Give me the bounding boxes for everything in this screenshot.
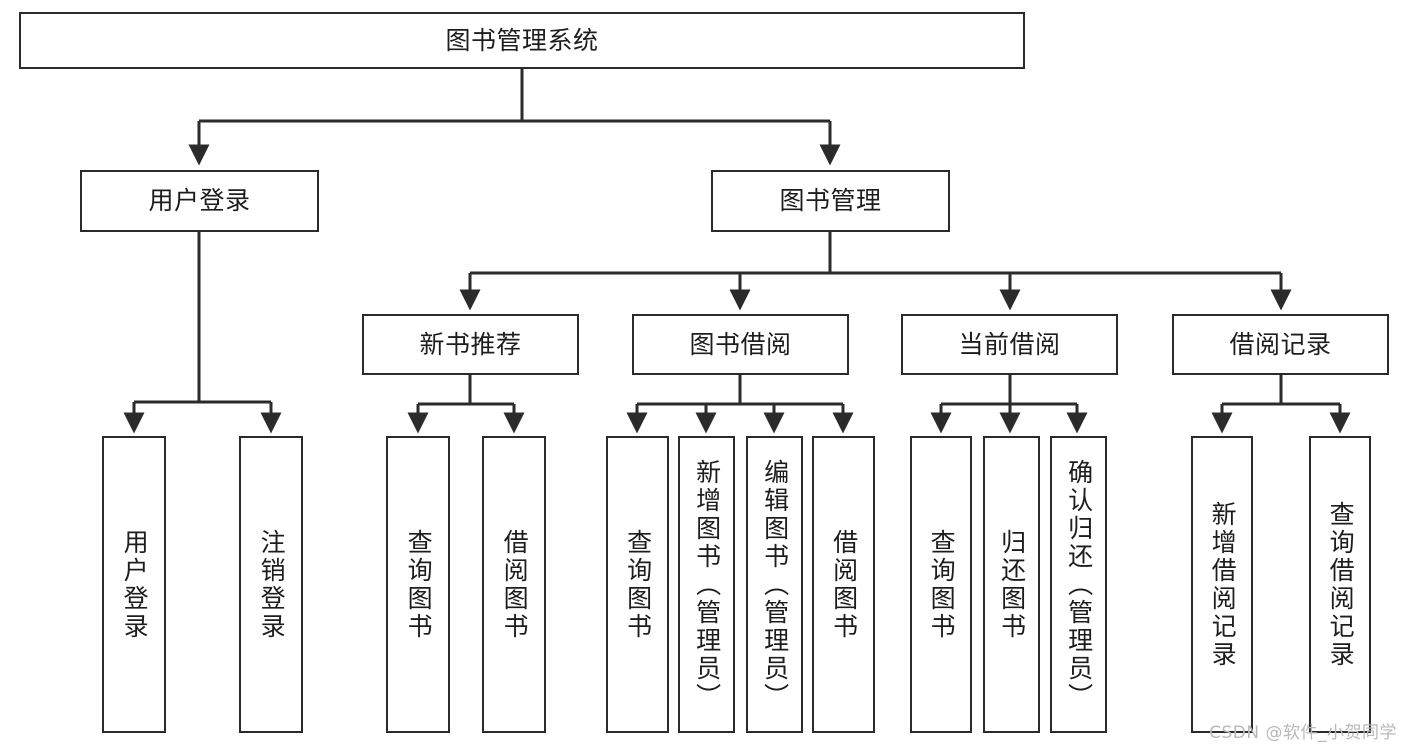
node-root-system[interactable]: 图书管理系统 — [19, 12, 1025, 69]
node-label: 编辑图书（管理员） — [760, 458, 790, 711]
node-borrow-record[interactable]: 借阅记录 — [1172, 314, 1389, 375]
leaf-borrow-add-book-admin[interactable]: 新增图书（管理员） — [678, 436, 735, 733]
node-label: 查询图书 — [623, 528, 653, 641]
node-label: 图书管理系统 — [445, 25, 599, 55]
leaf-record-add-record[interactable]: 新增借阅记录 — [1191, 436, 1253, 733]
node-label: 用户登录 — [120, 528, 150, 641]
node-label: 注销登录 — [257, 528, 287, 641]
leaf-borrow-query-book[interactable]: 查询图书 — [606, 436, 669, 733]
csdn-watermark: CSDN @软件_小贺同学 — [1209, 723, 1397, 743]
node-label: 当前借阅 — [958, 329, 1061, 359]
node-book-borrow[interactable]: 图书借阅 — [632, 314, 849, 375]
node-label: 借阅图书 — [500, 528, 530, 641]
node-label: 图书管理 — [779, 186, 882, 216]
leaf-current-confirm-return-admin[interactable]: 确认归还（管理员） — [1050, 436, 1107, 733]
leaf-record-query-record[interactable]: 查询借阅记录 — [1309, 436, 1371, 733]
node-book-management[interactable]: 图书管理 — [711, 170, 950, 232]
node-label: 查询借阅记录 — [1326, 500, 1356, 669]
leaf-borrow-borrow-book[interactable]: 借阅图书 — [812, 436, 875, 733]
node-label: 新增图书（管理员） — [692, 458, 722, 711]
node-label: 新书推荐 — [419, 329, 522, 359]
leaf-borrow-edit-book-admin[interactable]: 编辑图书（管理员） — [746, 436, 803, 733]
node-label: 确认归还（管理员） — [1064, 458, 1094, 711]
leaf-user-login-logout[interactable]: 注销登录 — [239, 436, 303, 733]
leaf-current-query-book[interactable]: 查询图书 — [910, 436, 972, 733]
node-label: 图书借阅 — [689, 329, 792, 359]
node-label: 用户登录 — [148, 186, 251, 216]
node-label: 归还图书 — [997, 528, 1027, 641]
leaf-user-login-login[interactable]: 用户登录 — [102, 436, 166, 733]
node-new-book-recommend[interactable]: 新书推荐 — [362, 314, 579, 375]
node-label: 查询图书 — [927, 528, 957, 641]
node-current-borrow[interactable]: 当前借阅 — [901, 314, 1118, 375]
leaf-recommend-borrow-book[interactable]: 借阅图书 — [482, 436, 546, 733]
node-user-login[interactable]: 用户登录 — [80, 170, 319, 232]
node-label: 借阅记录 — [1229, 329, 1332, 359]
leaf-recommend-query-book[interactable]: 查询图书 — [386, 436, 450, 733]
node-label: 新增借阅记录 — [1208, 500, 1238, 669]
node-label: 查询图书 — [404, 528, 434, 641]
node-label: 借阅图书 — [829, 528, 859, 641]
leaf-current-return-book[interactable]: 归还图书 — [983, 436, 1040, 733]
